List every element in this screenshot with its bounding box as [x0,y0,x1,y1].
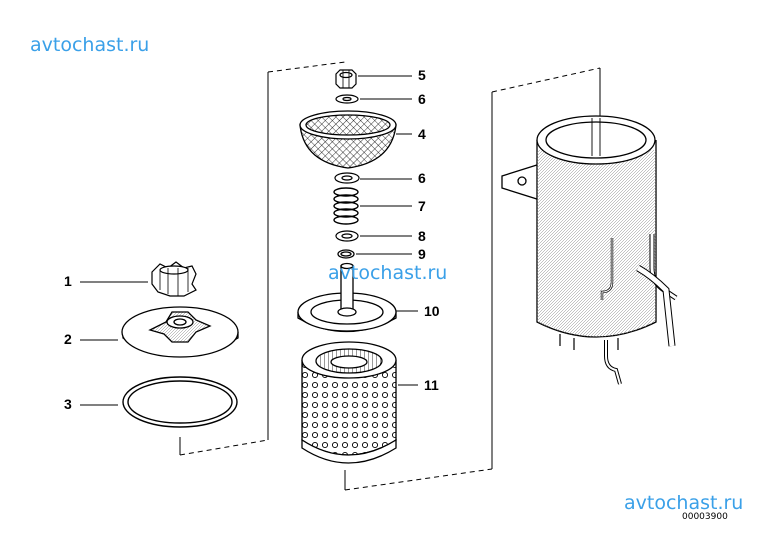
part-filter-element [301,341,397,464]
callout-6-top: 6 [418,91,426,107]
callout-11: 11 [424,377,439,393]
part-filter-housing [501,115,678,385]
callout-3: 3 [64,396,72,412]
part-nut [335,69,357,89]
leader-lines [80,75,418,406]
part-washer-mid [334,172,360,184]
callout-4: 4 [418,126,426,142]
part-spring [333,187,359,225]
part-o-ring [337,249,355,259]
part-mesh-strainer [299,110,397,169]
callout-6-mid: 6 [418,170,426,186]
drawing-code: 00003900 [682,512,728,522]
watermark-center: avtochast.ru [328,262,448,284]
callout-7: 7 [418,198,426,214]
callout-8: 8 [418,228,426,244]
callout-9: 9 [418,246,426,262]
callout-10: 10 [424,303,440,319]
part-washer-top [335,94,359,104]
callout-1: 1 [64,273,72,289]
group-frame-right [344,67,601,491]
part-washer-lower [335,230,359,242]
watermark-top-left: avtochast.ru [30,34,150,56]
callout-5: 5 [418,67,426,83]
part-base-plate [297,262,397,333]
group-frame-left [179,61,346,456]
part-cap-nut [151,261,197,297]
watermark-bottom-right: avtochast.ru [624,492,744,514]
part-gasket-ring [122,376,238,428]
part-cover [121,306,239,358]
callout-2: 2 [64,331,72,347]
